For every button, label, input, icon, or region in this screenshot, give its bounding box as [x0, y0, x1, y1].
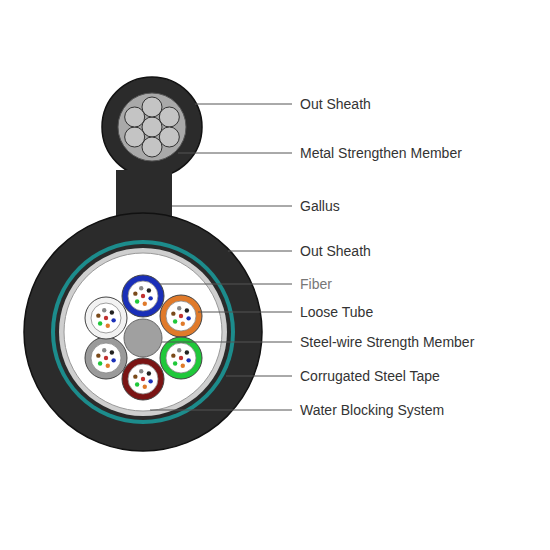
- tube-wall: [122, 358, 164, 400]
- fibre-dot: [106, 364, 110, 368]
- fibre-dot: [185, 350, 189, 354]
- strand: [125, 107, 145, 127]
- messenger-sheath: [102, 77, 202, 177]
- strand: [159, 127, 179, 147]
- fibre-dot: [177, 306, 181, 310]
- fibre-dot: [135, 382, 139, 386]
- fibre-dot: [185, 308, 189, 312]
- fibre-dot: [141, 377, 145, 381]
- fibre-dot: [139, 369, 143, 373]
- callout-label: Metal Strengthen Member: [300, 145, 462, 161]
- tube-gel: [91, 343, 121, 373]
- tube-gel: [166, 343, 196, 373]
- water-blocking-ring: [59, 248, 227, 416]
- strand: [125, 127, 145, 147]
- tube-wall: [85, 337, 127, 379]
- fibre-dot: [135, 299, 139, 303]
- tube-wall: [160, 337, 202, 379]
- fibre-dot: [133, 291, 137, 295]
- fibre-dot: [181, 364, 185, 368]
- fibre-dot: [133, 374, 137, 378]
- fibre-dot: [147, 371, 151, 375]
- fibre-dot: [171, 353, 175, 357]
- fibre-dot: [110, 350, 114, 354]
- fibre-dot: [104, 316, 108, 320]
- callout-label: Steel-wire Strength Member: [300, 334, 474, 350]
- tube-gel: [91, 303, 121, 333]
- tube-wall: [122, 275, 164, 317]
- central-strength-member: [124, 319, 162, 357]
- messenger-core: [118, 93, 186, 161]
- fibre-dot: [102, 348, 106, 352]
- strand: [142, 137, 162, 157]
- fibre-dot: [106, 324, 110, 328]
- fibre-dot: [102, 308, 106, 312]
- fibre-dot: [111, 358, 115, 362]
- fibre-dot: [96, 353, 100, 357]
- fibre-dot: [139, 286, 143, 290]
- steel-strands: [125, 97, 180, 157]
- fibre-dot: [148, 379, 152, 383]
- fibre-dot: [111, 318, 115, 322]
- outer-sheath: [24, 213, 262, 451]
- tube-gel: [128, 364, 158, 394]
- steel-tape-ring: [51, 240, 235, 424]
- fibre-dot: [173, 361, 177, 365]
- strand: [142, 117, 162, 137]
- tube-gel: [128, 281, 158, 311]
- fibre-dot: [96, 313, 100, 317]
- callout-label: Water Blocking System: [300, 402, 444, 418]
- fibre-dot: [173, 319, 177, 323]
- fibre-dot: [104, 356, 108, 360]
- loose-tubes: [85, 275, 202, 400]
- strand: [142, 97, 162, 117]
- fibre-dot: [171, 311, 175, 315]
- tube-wall: [85, 297, 127, 339]
- fibre-dot: [98, 361, 102, 365]
- callout-label: Gallus: [300, 198, 340, 214]
- leader-lines: [150, 104, 292, 410]
- fibre-dot: [186, 358, 190, 362]
- fibre-dot: [98, 321, 102, 325]
- fibre-dot: [143, 302, 147, 306]
- fibre-dot: [179, 314, 183, 318]
- callout-label: Out Sheath: [300, 96, 371, 112]
- fibre-dot: [181, 322, 185, 326]
- callout-label: Out Sheath: [300, 243, 371, 259]
- tube-gel: [166, 301, 196, 331]
- fibre-dot: [147, 288, 151, 292]
- tube-wall: [160, 295, 202, 337]
- fibre-dot: [186, 316, 190, 320]
- fibre-dot: [177, 348, 181, 352]
- fibre-dot: [110, 310, 114, 314]
- fibre-dot: [141, 294, 145, 298]
- callout-label: Corrugated Steel Tape: [300, 368, 440, 384]
- callout-label: Loose Tube: [300, 304, 373, 320]
- core-area: [64, 253, 222, 411]
- strand: [159, 107, 179, 127]
- callout-label: Fiber: [300, 276, 332, 292]
- fibre-dot: [143, 385, 147, 389]
- fibre-dot: [179, 356, 183, 360]
- inner-sheath: [55, 244, 231, 420]
- fibre-dot: [148, 296, 152, 300]
